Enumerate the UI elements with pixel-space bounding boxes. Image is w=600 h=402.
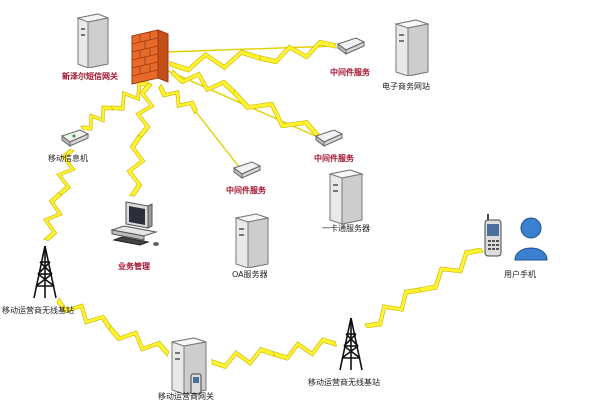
user-icon [514, 217, 548, 261]
server-tower-icon [234, 213, 270, 268]
lightning-bolt [108, 325, 170, 357]
gateway-label: 新泽尔短信网关 [62, 72, 118, 81]
oa-server-label: OA服务器 [232, 270, 268, 279]
card-server-label: 一卡通服务器 [322, 224, 370, 233]
business-label: 业务管理 [118, 262, 150, 271]
server-tower-icon [394, 19, 430, 76]
lightning-bolt [418, 247, 484, 293]
workstation-icon [110, 201, 159, 246]
middleware-label-left: 中间件服务 [226, 186, 266, 195]
middleware-label-mid: 中间件服务 [314, 154, 354, 163]
lightning-bolt [273, 337, 337, 361]
phone-icon [190, 373, 202, 395]
mobile-info-label: 移动信息机 [48, 154, 88, 163]
router-icon [336, 37, 366, 55]
lightning-bolt [259, 39, 337, 65]
lightning-bolt [126, 135, 146, 197]
router-icon [232, 161, 262, 179]
lightning-bolt [158, 83, 198, 115]
firewall-icon [131, 29, 169, 85]
connector-line [195, 111, 241, 169]
lightning-bolt [364, 287, 422, 329]
antenna-icon [33, 245, 57, 299]
server-tower-icon [328, 169, 364, 224]
operator-gateway-label: 移动运营商网关 [158, 392, 214, 401]
lightning-bolt [211, 346, 275, 370]
base-station-right-label: 移动运营商无线基站 [308, 378, 380, 387]
middleware-label-top: 中间件服务 [330, 68, 370, 77]
connector-line [165, 45, 337, 53]
base-station-left-label: 移动运营商无线基站 [2, 306, 74, 315]
lightning-bolt [43, 192, 63, 242]
router-icon [60, 129, 90, 147]
ecommerce-label: 电子商务网站 [382, 82, 430, 91]
user-phone-label: 用户手机 [504, 270, 536, 279]
antenna-icon [339, 317, 363, 371]
lightning-bolt [80, 105, 114, 131]
server-tower-icon [76, 13, 110, 68]
lightning-bolt [170, 69, 236, 95]
router-icon [314, 129, 344, 147]
lightning-bolt [169, 49, 261, 73]
phone-icon [484, 214, 502, 257]
